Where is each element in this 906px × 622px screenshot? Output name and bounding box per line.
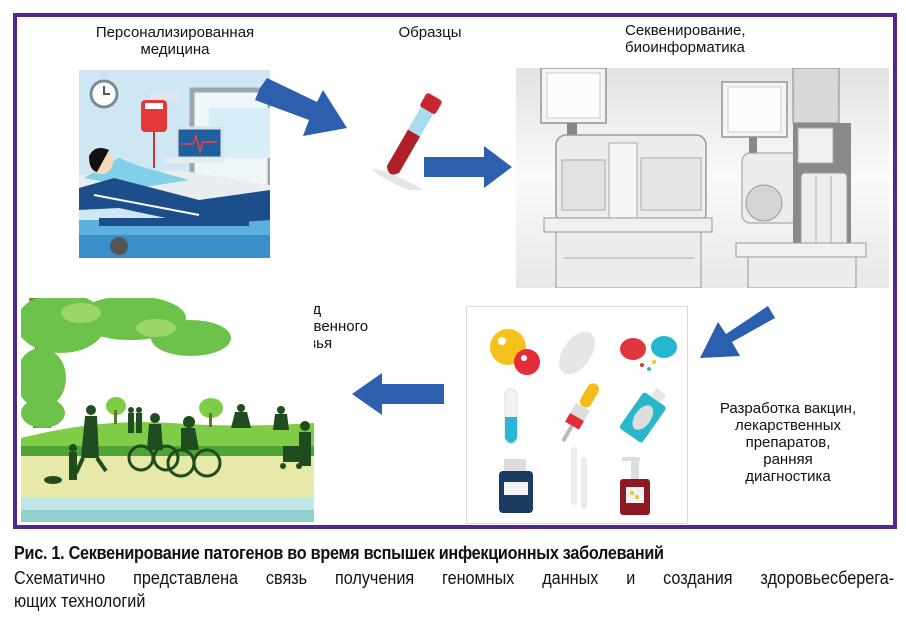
label-line: биоинформатика — [625, 39, 745, 56]
caption-text: Схематично представлена связь получения … — [14, 567, 894, 613]
people-silhouettes — [44, 404, 311, 484]
blue-arrow-icon — [352, 373, 444, 415]
label-line: лекарственных — [734, 417, 842, 434]
label-personalized-medicine: Персонализированная медицина — [70, 24, 280, 58]
sequencer-machines-illustration — [516, 68, 889, 288]
arrow-to-public-health — [352, 373, 444, 415]
blue-arrow-icon — [424, 146, 512, 188]
label-line: Секвенирование, — [625, 22, 746, 39]
caption-line: ющих технологий — [14, 591, 146, 611]
heart-monitor-icon — [175, 126, 224, 160]
label-line: диагностика — [745, 468, 831, 485]
ampoule-icon — [571, 447, 577, 505]
label-line: медицина — [140, 41, 210, 58]
arrow-to-development — [700, 298, 775, 360]
label-line: препаратов, — [745, 434, 831, 451]
arrow-to-samples — [255, 78, 350, 143]
label-sequencing: Секвенирование, биоинформатика — [625, 22, 795, 56]
caption-line: Схематично представлена связь получения … — [14, 568, 895, 588]
medicine-jar-icon — [504, 459, 526, 471]
open-capsule-icon — [620, 338, 646, 360]
public-park-people-illustration — [21, 298, 314, 522]
figure-caption: Рис. 1. Секвенирование патогенов во врем… — [14, 543, 894, 613]
pill-icon — [559, 331, 595, 375]
label-line: Разработка вакцин, — [719, 400, 857, 417]
blood-sample-tube-icon — [360, 90, 450, 190]
arrow-to-sequencing — [424, 146, 514, 188]
blue-arrow-icon — [255, 78, 347, 136]
label-line: ранняя — [763, 451, 813, 468]
blue-arrow-icon — [700, 306, 775, 358]
bed-wheel — [110, 237, 128, 255]
hospital-patient-illustration — [79, 70, 270, 258]
caption-title: Рис. 1. Секвенирование патогенов во врем… — [14, 543, 664, 563]
label-line: Персонализированная — [95, 24, 255, 41]
label-development: Разработка вакцин, лекарственных препара… — [693, 400, 883, 485]
ointment-tube-icon — [619, 387, 667, 443]
medications-icons-grid — [466, 306, 688, 524]
label-samples: Образцы — [398, 24, 462, 41]
dropper-icon — [561, 383, 599, 443]
